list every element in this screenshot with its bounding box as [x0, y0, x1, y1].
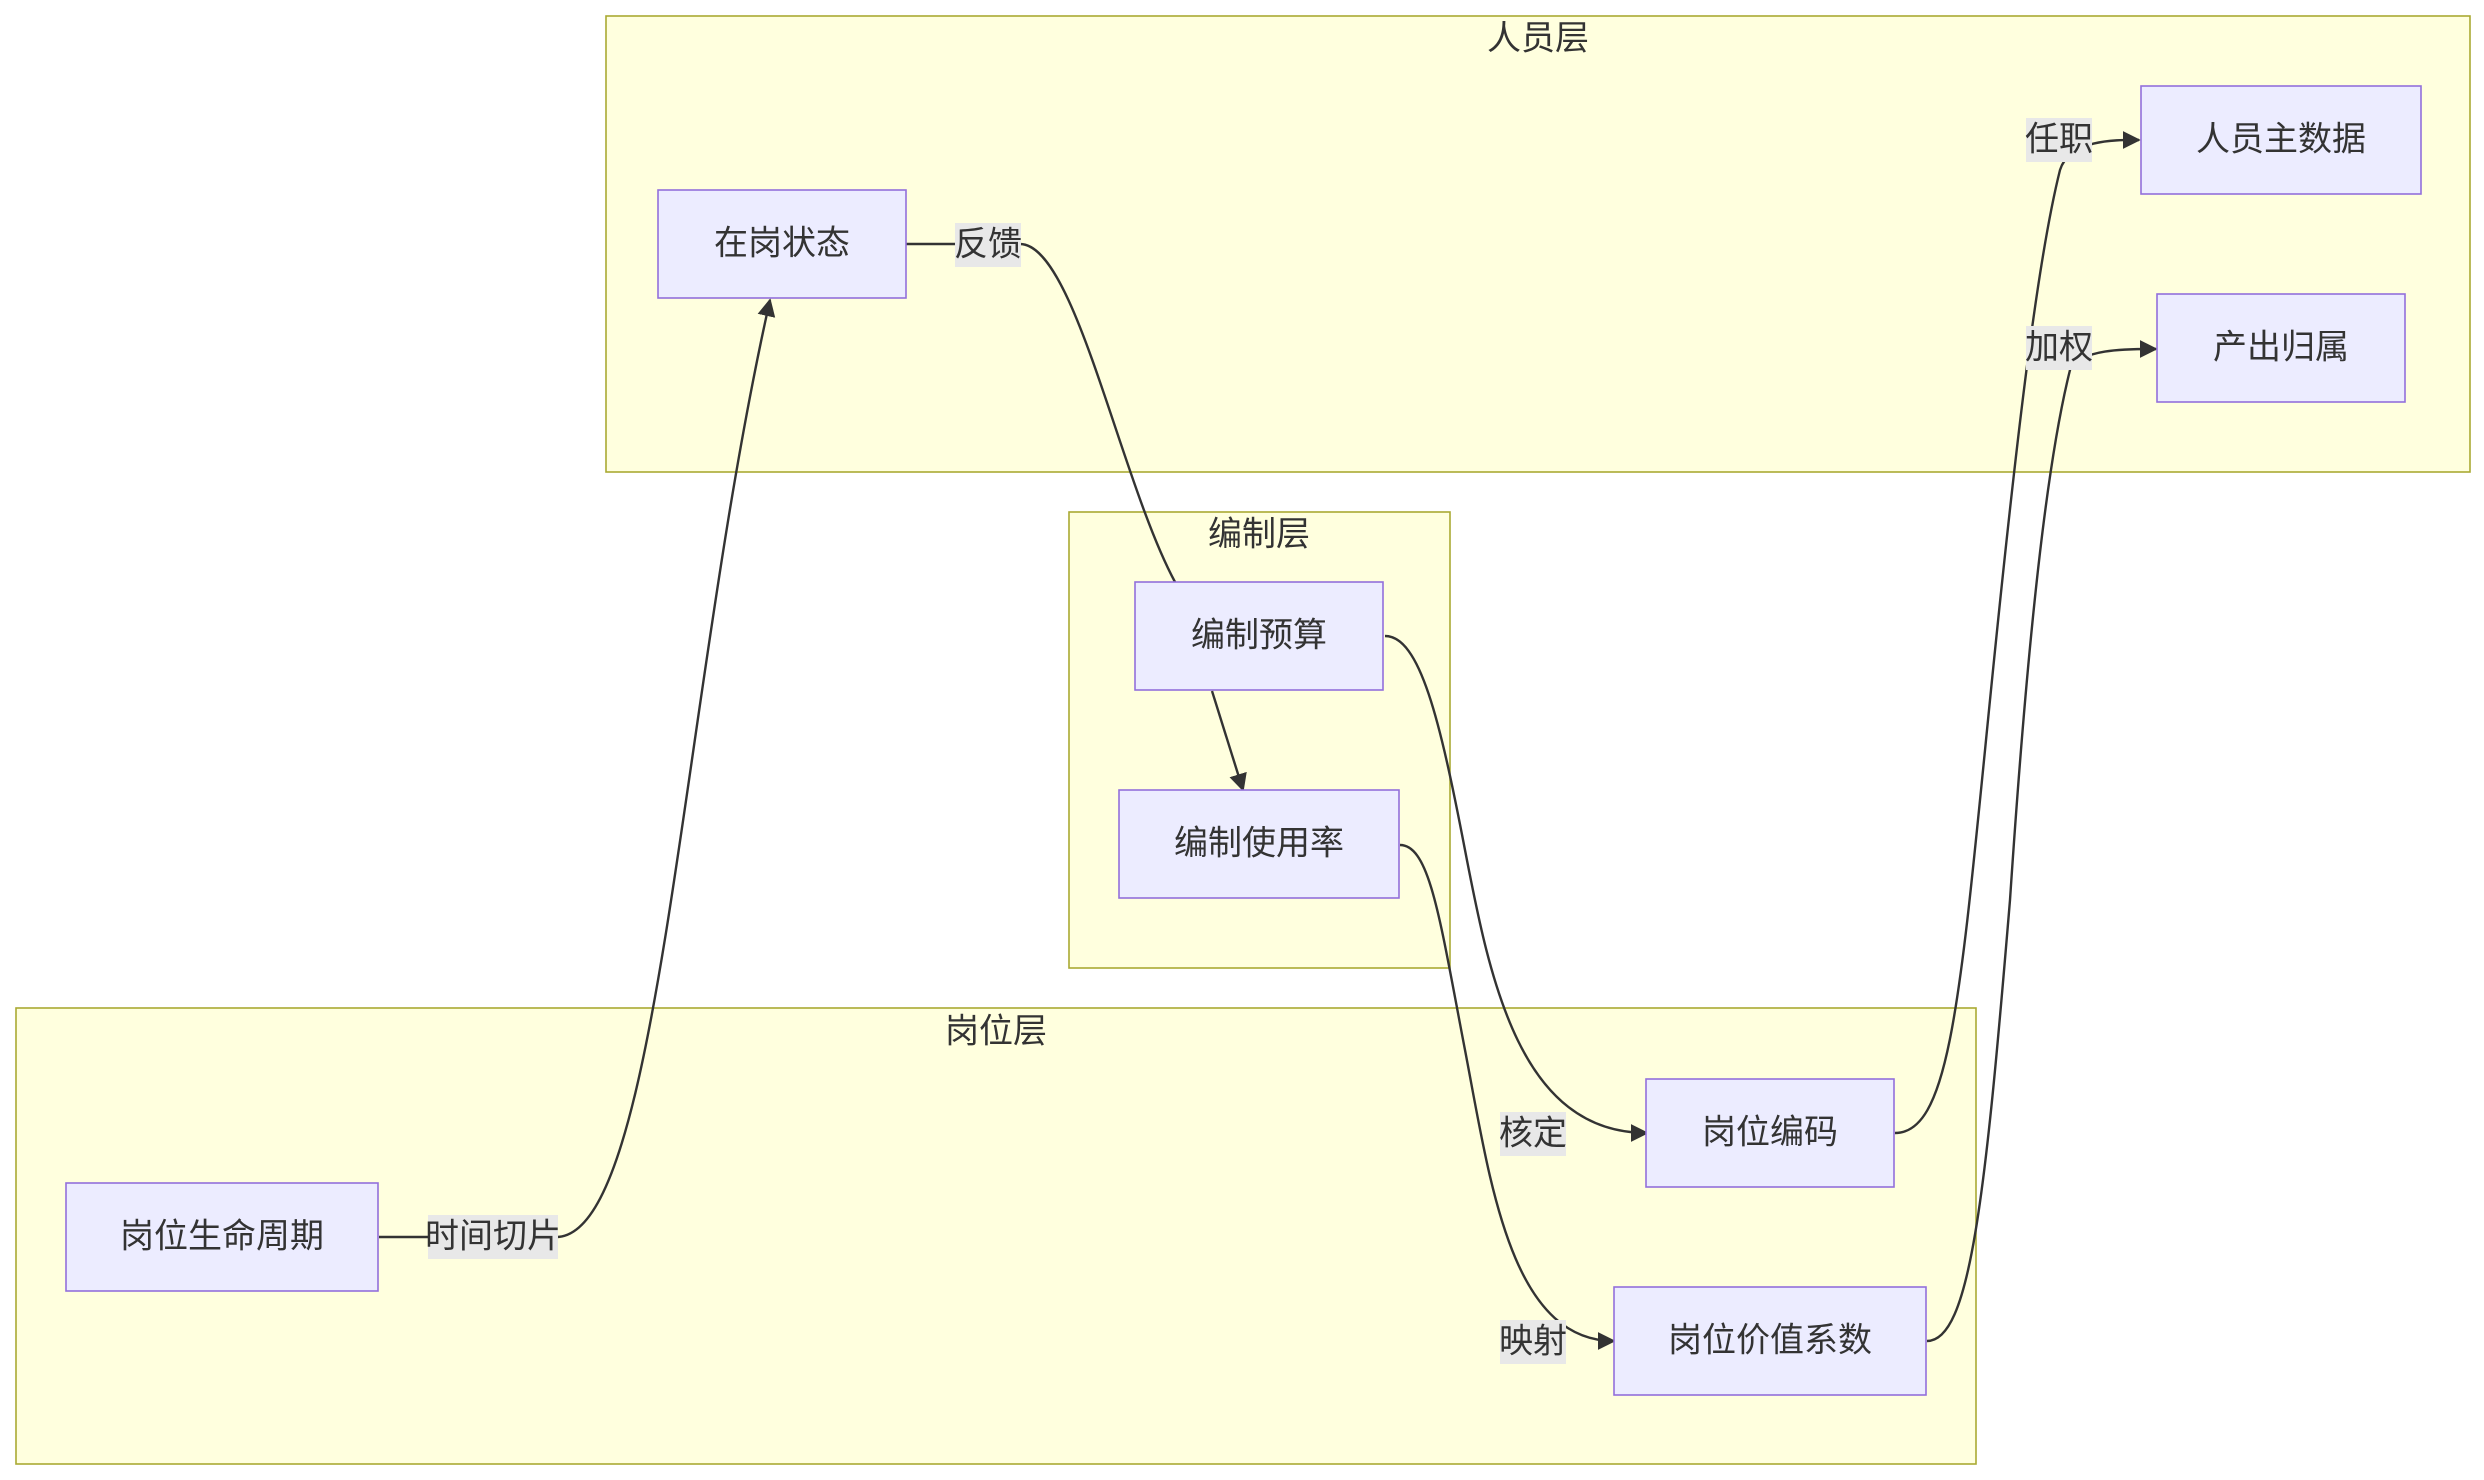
- svg-text:反馈: 反馈: [954, 225, 1022, 265]
- node-personnel-master-data[interactable]: 人员主数据: [2140, 85, 2422, 195]
- svg-text:岗位价值系数: 岗位价值系数: [1668, 1321, 1872, 1361]
- edge-usage-to-value: [1399, 843, 1616, 1350]
- edge-budget-to-code: [1384, 634, 1649, 1142]
- svg-text:产出归属: 产出归属: [2213, 328, 2349, 368]
- svg-text:时间切片: 时间切片: [425, 1217, 561, 1257]
- edge-label-approve: 核定: [1499, 1112, 1567, 1156]
- node-staffing-budget[interactable]: 编制预算: [1134, 581, 1384, 691]
- svg-text:核定: 核定: [1499, 1114, 1567, 1154]
- node-onduty-status[interactable]: 在岗状态: [657, 189, 907, 299]
- cluster-title-personnel: 人员层: [1487, 19, 1589, 59]
- node-staffing-usage-rate[interactable]: 编制使用率: [1118, 789, 1400, 899]
- svg-text:映射: 映射: [1499, 1322, 1567, 1362]
- edge-label-weighting: 加权: [2025, 326, 2093, 370]
- node-position-value-coefficient[interactable]: 岗位价值系数: [1613, 1286, 1927, 1396]
- cluster-title-staffing: 编制层: [1208, 515, 1310, 555]
- svg-text:编制使用率: 编制使用率: [1174, 824, 1344, 864]
- edge-label-feedback: 反馈: [954, 223, 1022, 267]
- node-position-lifecycle[interactable]: 岗位生命周期: [65, 1182, 379, 1292]
- svg-text:编制预算: 编制预算: [1191, 616, 1327, 656]
- node-output-attribution[interactable]: 产出归属: [2156, 293, 2406, 403]
- svg-text:加权: 加权: [2025, 328, 2093, 368]
- cluster-staffing-layer: 编制层: [1068, 511, 1451, 969]
- svg-text:岗位生命周期: 岗位生命周期: [120, 1217, 324, 1257]
- svg-text:任职: 任职: [2025, 120, 2093, 160]
- cluster-title-position: 岗位层: [945, 1012, 1047, 1052]
- node-position-code[interactable]: 岗位编码: [1645, 1078, 1895, 1188]
- edge-label-mapping: 映射: [1499, 1320, 1567, 1364]
- edge-onduty-to-budget: [905, 242, 1177, 583]
- edge-label-timeslice: 时间切片: [425, 1215, 561, 1259]
- svg-text:岗位编码: 岗位编码: [1702, 1113, 1838, 1153]
- svg-text:人员主数据: 人员主数据: [2196, 120, 2366, 160]
- edge-budget-to-usage: [1210, 690, 1247, 792]
- edge-lifecycle-to-onduty: [379, 298, 776, 1239]
- svg-text:在岗状态: 在岗状态: [714, 224, 850, 264]
- edge-label-tenure: 任职: [2025, 118, 2093, 162]
